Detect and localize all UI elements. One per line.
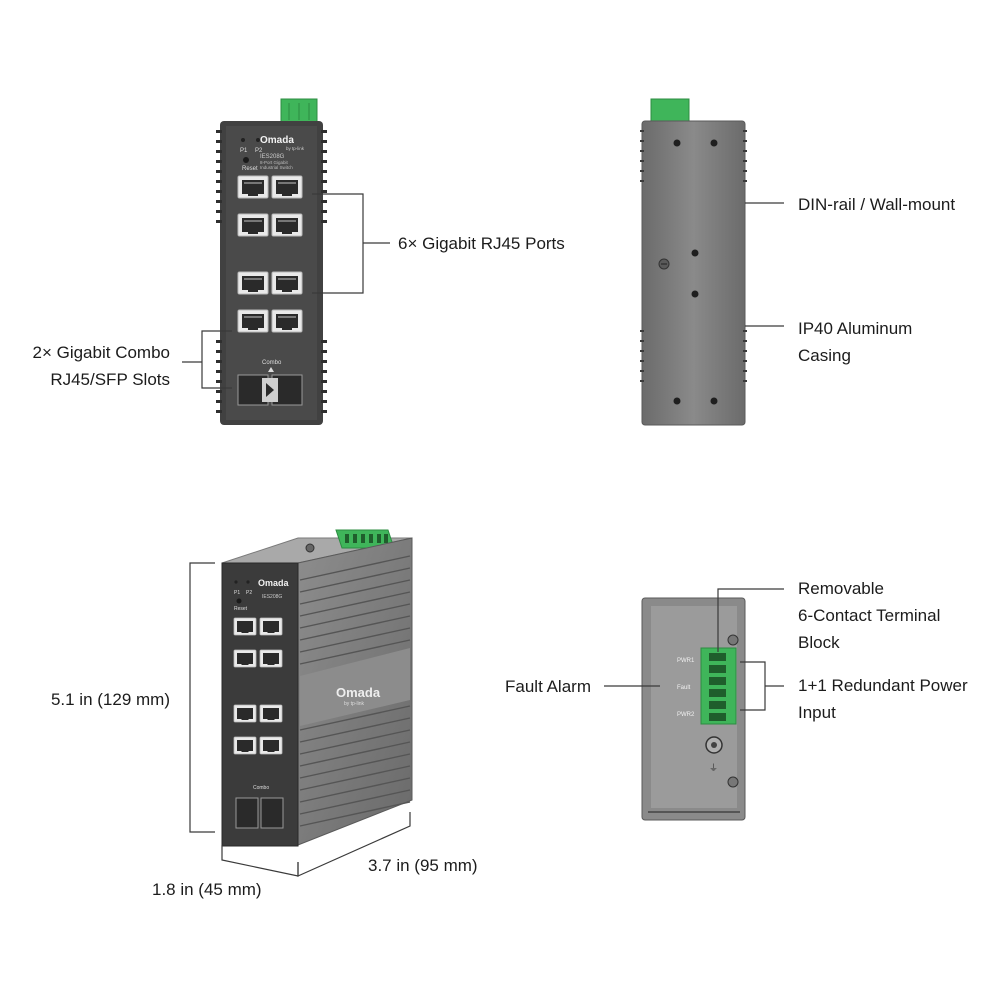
iso-side-ribs <box>299 555 411 827</box>
front-combo-label: Combo <box>262 360 282 366</box>
pwr2-label: PWR2 <box>677 712 695 718</box>
width-dimension: 1.8 in (45 mm) <box>152 880 262 899</box>
side-chassis <box>641 120 746 426</box>
iso-combo-label: Combo <box>253 785 269 791</box>
front-view: P1 P2 Reset Omada by tp-link IES208G 8-P… <box>216 98 327 425</box>
combo-slots-callout: 2× Gigabit Combo RJ45/SFP Slots <box>32 343 171 389</box>
reset-hole <box>243 157 249 163</box>
iso-side-brand-sub: by tp-link <box>344 701 365 707</box>
front-brand: Omada <box>260 135 294 146</box>
iso-led-p1-label: P1 <box>234 590 240 596</box>
front-fins <box>216 130 327 413</box>
svg-text:⏚: ⏚ <box>709 763 718 773</box>
front-led-p1-label: P1 <box>240 148 248 154</box>
side-view <box>640 98 747 426</box>
iso-view: Omada by tp-link P1 P2 Reset Omada IES20… <box>221 529 413 847</box>
front-model-desc-1: 8-Port Gigabit <box>260 160 289 165</box>
rj45-ports-callout: 6× Gigabit RJ45 Ports <box>398 234 565 253</box>
height-dimension: 5.1 in (129 mm) <box>50 690 170 709</box>
din-rail-callout: DIN-rail / Wall-mount <box>798 195 956 214</box>
depth-dimension: 3.7 in (95 mm) <box>368 856 478 875</box>
iso-front-brand: Omada <box>258 578 290 588</box>
front-model-desc-2: Industrial Switch <box>260 165 293 170</box>
led-p1 <box>241 138 245 142</box>
front-led-p2-label: P2 <box>255 148 263 154</box>
iso-reset-label: Reset <box>234 606 248 612</box>
bottom-view: PWR1 Fault PWR2 ⏚ <box>641 597 746 821</box>
iso-front-face <box>221 562 299 847</box>
front-brand-sub: by tp-link <box>286 146 305 151</box>
redundant-power-callout: 1+1 Redundant Power Input <box>798 676 968 722</box>
side-terminal-block <box>650 98 690 124</box>
side-mount-holes <box>673 139 718 405</box>
led-p2 <box>256 138 260 142</box>
fault-alarm-callout: Fault Alarm <box>505 677 591 696</box>
bottom-callout-lines <box>604 588 784 711</box>
casing-callout: IP40 Aluminum Casing <box>798 319 913 365</box>
front-callout-lines <box>182 193 390 389</box>
iso-front-model: IES208G <box>262 594 282 600</box>
iso-side-brand: Omada <box>336 685 381 700</box>
iso-sfp-slots <box>235 797 284 829</box>
front-reset-label: Reset <box>242 166 258 172</box>
iso-dimension-lines <box>189 562 411 877</box>
iso-led-p2-label: P2 <box>246 590 252 596</box>
front-model: IES208G <box>260 154 285 160</box>
fault-label: Fault <box>677 685 691 691</box>
terminal-block-callout: Removable 6-Contact Terminal Block <box>798 579 941 652</box>
pwr1-label: PWR1 <box>677 658 695 664</box>
side-callout-lines <box>745 202 784 327</box>
front-sfp-slots <box>237 374 303 406</box>
